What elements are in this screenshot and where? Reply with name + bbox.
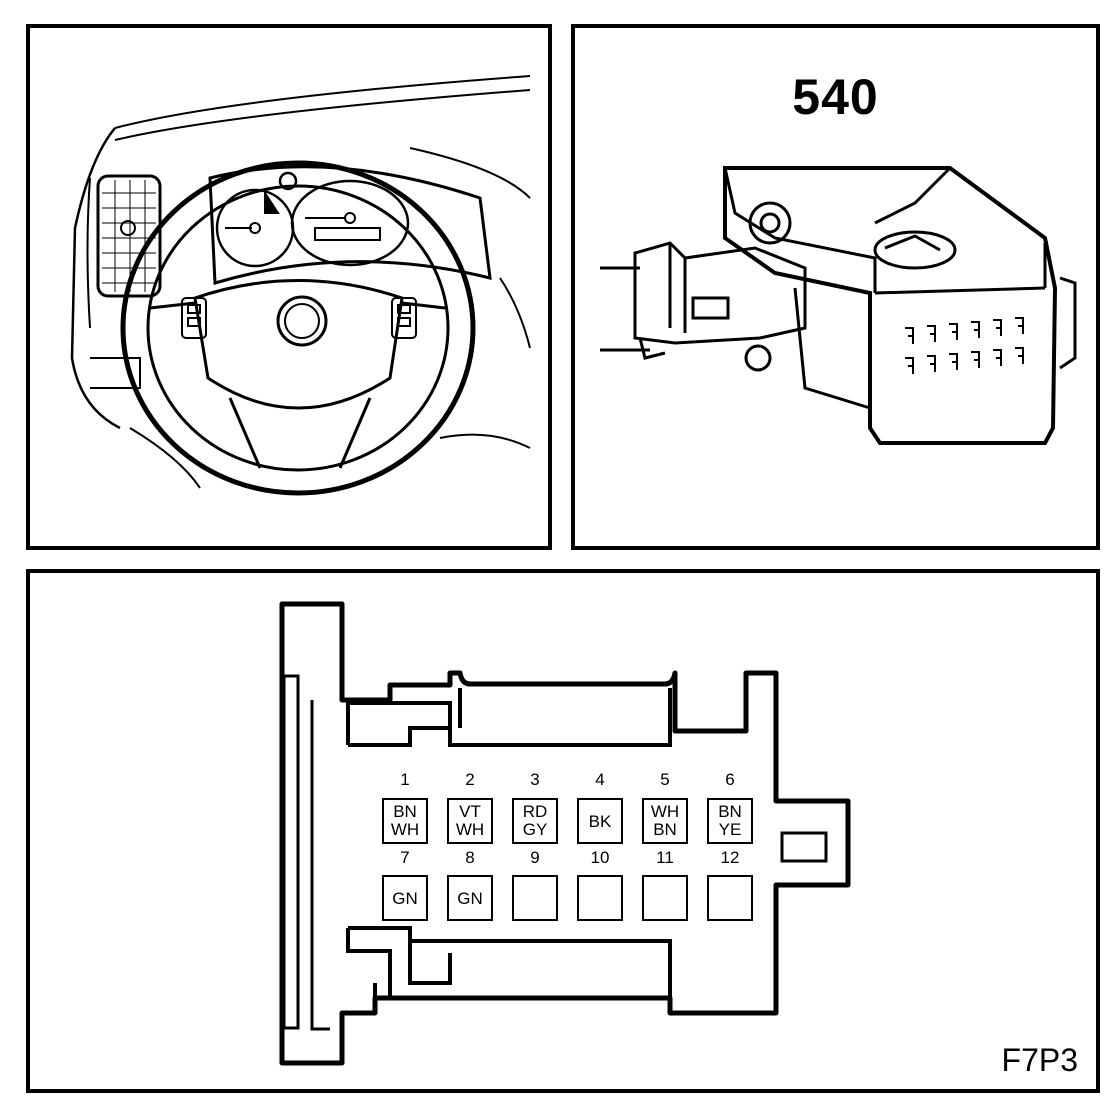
pin-cavity [382, 798, 428, 844]
pin-cavity [642, 875, 688, 921]
pin-number: 7 [400, 848, 409, 867]
connector-3d-illustration [600, 166, 1077, 445]
pin-number: 9 [530, 848, 539, 867]
pin-cavity [382, 875, 428, 921]
wire-color-label: BN [393, 802, 417, 821]
pin-cavity [512, 875, 558, 921]
pin-cavity [512, 798, 558, 844]
wire-color-label: GY [523, 820, 548, 839]
pin-7: 7GN [382, 848, 428, 921]
pin-9: 9 [512, 848, 558, 921]
pin-number: 1 [400, 770, 409, 789]
wire-color-label: WH [651, 802, 679, 821]
pin-8: 8GN [447, 848, 493, 921]
wire-color-label: RD [523, 802, 548, 821]
wire-color-label: GN [457, 889, 483, 908]
wire-color-label: YE [719, 820, 742, 839]
pin-number: 8 [465, 848, 474, 867]
steering-wheel-illustration [70, 75, 531, 496]
wire-color-label: BN [718, 802, 742, 821]
pin-cavity [577, 798, 623, 844]
pin-cavity [707, 875, 753, 921]
wire-color-label: VT [459, 802, 481, 821]
wire-color-label: BK [589, 812, 612, 831]
figure-code-label: F7P3 [1001, 1042, 1078, 1078]
connector-view-panel: 540 [571, 24, 1100, 550]
pin-12: 12 [707, 848, 753, 921]
pin-number: 6 [725, 770, 734, 789]
pin-cavity [447, 875, 493, 921]
pin-cavity [707, 798, 753, 844]
dashboard-location-panel [26, 24, 552, 550]
pin-number: 3 [530, 770, 539, 789]
pin-number: 2 [465, 770, 474, 789]
pin-10: 10 [577, 848, 623, 921]
wire-color-label: BN [653, 820, 677, 839]
pin-number: 11 [656, 848, 674, 867]
pin-cavity [577, 875, 623, 921]
pin-number: 12 [721, 848, 740, 867]
pin-cavity [642, 798, 688, 844]
pin-cavity [447, 798, 493, 844]
pin-number: 4 [595, 770, 604, 789]
wire-color-label: WH [391, 820, 419, 839]
pin-11: 11 [642, 848, 688, 921]
pin-number: 10 [591, 848, 610, 867]
wire-color-label: WH [456, 820, 484, 839]
pin-number: 5 [660, 770, 669, 789]
wire-color-label: GN [392, 889, 418, 908]
pin-4: 4BK [577, 770, 623, 844]
connector-number-label: 540 [792, 69, 879, 125]
